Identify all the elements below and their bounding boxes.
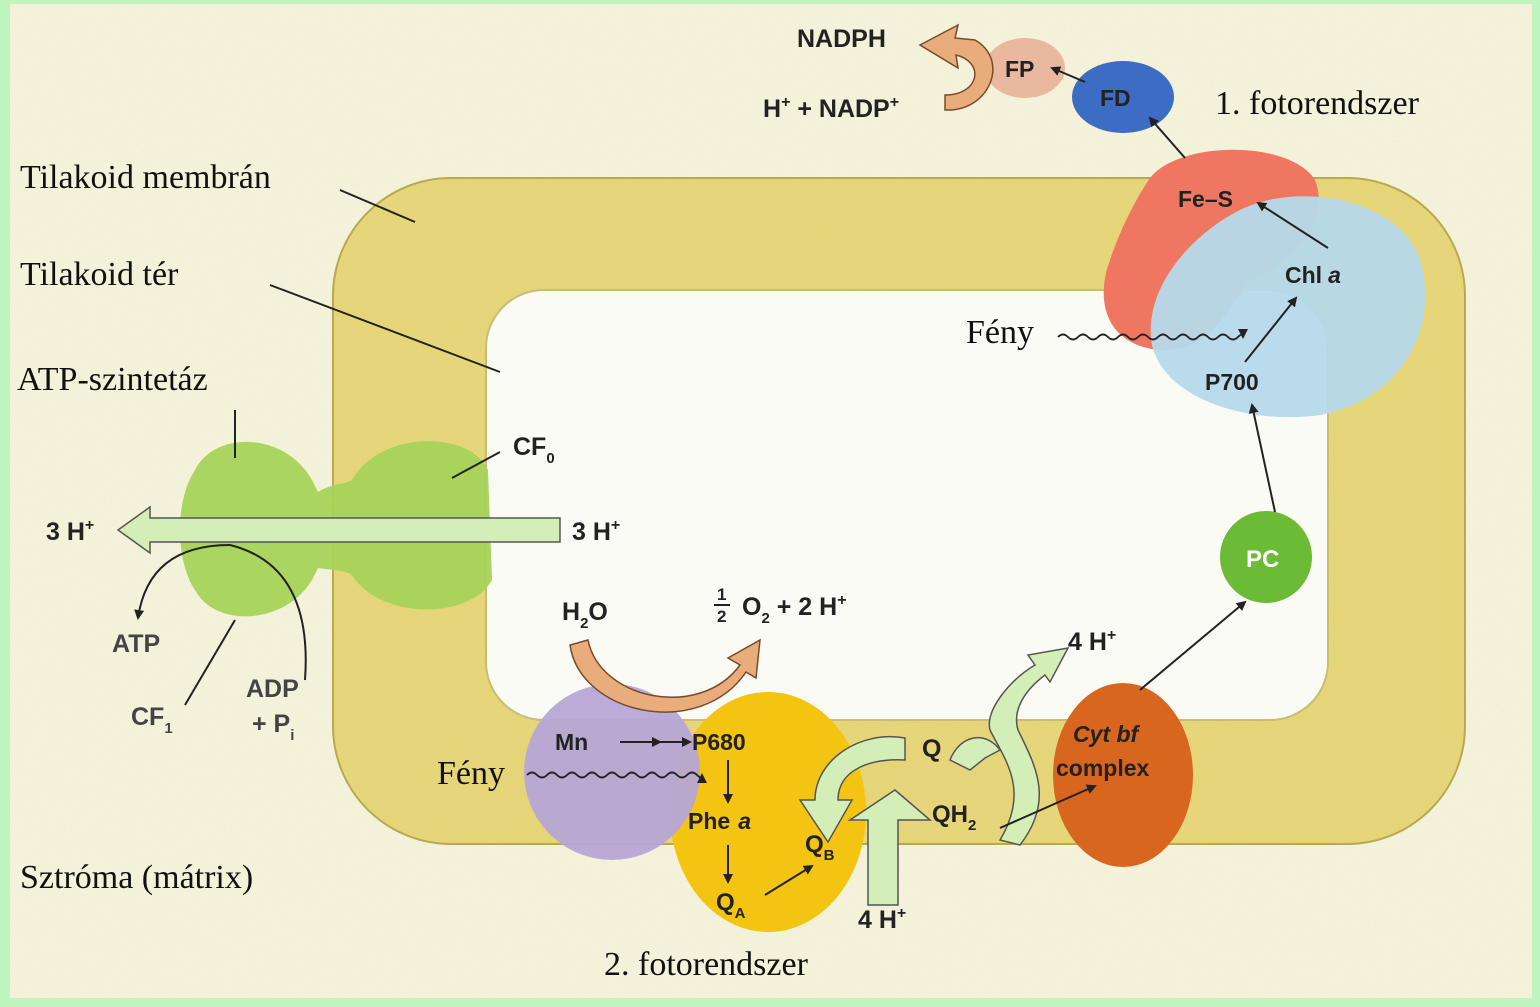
label-half-numerator: 1 [717, 585, 726, 604]
label-adp: ADP [246, 675, 299, 703]
label-photosystem-1: 1. fotorendszer [1215, 85, 1420, 122]
label-atp-synthase: ATP-szintetáz [17, 361, 208, 398]
label-fd: FD [1100, 85, 1131, 111]
label-cyt-bf-1: Cyt bf [1073, 721, 1141, 747]
label-stroma: Sztróma (mátrix) [20, 859, 253, 896]
label-thylakoid-membrane: Tilakoid membrán [20, 159, 271, 196]
label-nadph: NADPH [797, 25, 886, 53]
label-photosystem-2: 2. fotorendszer [604, 946, 809, 983]
label-p700: P700 [1205, 369, 1259, 395]
label-mn: Mn [555, 729, 588, 755]
label-thylakoid-lumen: Tilakoid tér [20, 256, 179, 293]
label-half-denominator: 2 [717, 607, 726, 626]
label-fe-s: Fe–S [1178, 186, 1233, 212]
label-pc: PC [1246, 546, 1279, 573]
label-fp: FP [1005, 56, 1034, 82]
label-light-ps1: Fény [966, 314, 1034, 351]
label-cyt-bf-2: complex [1056, 755, 1150, 781]
label-q: Q [922, 735, 941, 763]
label-p680: P680 [692, 729, 746, 755]
label-atp: ATP [112, 630, 160, 658]
label-light-ps2: Fény [437, 755, 505, 792]
